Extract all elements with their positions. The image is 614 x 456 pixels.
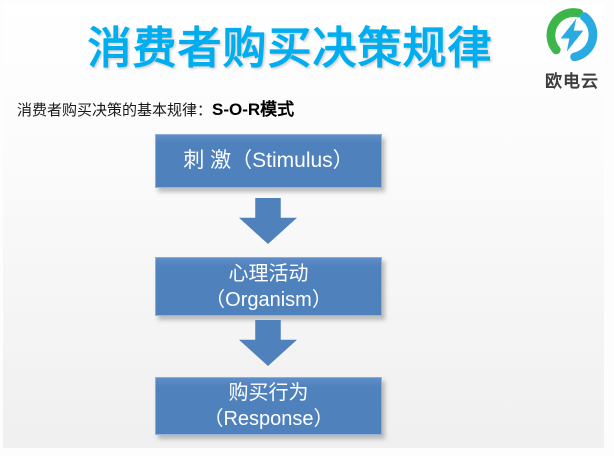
subtitle-bold-text: S-O-R模式 — [212, 100, 295, 119]
flow-box-stimulus: 刺 激（Stimulus） — [155, 134, 382, 188]
brand-name: 欧电云 — [545, 72, 599, 91]
flow-box-response: 购买行为 （Response） — [155, 377, 382, 435]
flow-box-label: 心理活动 — [228, 263, 309, 285]
down-arrow-icon — [239, 198, 297, 244]
flow-box-label: （Response） — [203, 408, 334, 430]
slide-canvas: 消费者购买决策规律 欧电云 消费者购买决策的基本规律：S-O-R模式 刺 激（S… — [3, 3, 604, 448]
page-title: 消费者购买决策规律 — [87, 24, 493, 73]
flow-box-label: （Organism） — [205, 289, 332, 311]
down-arrow-icon — [239, 320, 297, 366]
brand-logo: 欧电云 — [541, 7, 603, 92]
flow-box-label: 购买行为 — [228, 382, 309, 404]
lightning-swirl-icon — [546, 8, 598, 62]
flow-box-organism: 心理活动 （Organism） — [155, 257, 382, 316]
flow-box-label: 刺 激（Stimulus） — [183, 149, 354, 172]
subtitle-normal-text: 消费者购买决策的基本规律： — [17, 102, 213, 119]
subtitle: 消费者购买决策的基本规律：S-O-R模式 — [17, 99, 294, 122]
